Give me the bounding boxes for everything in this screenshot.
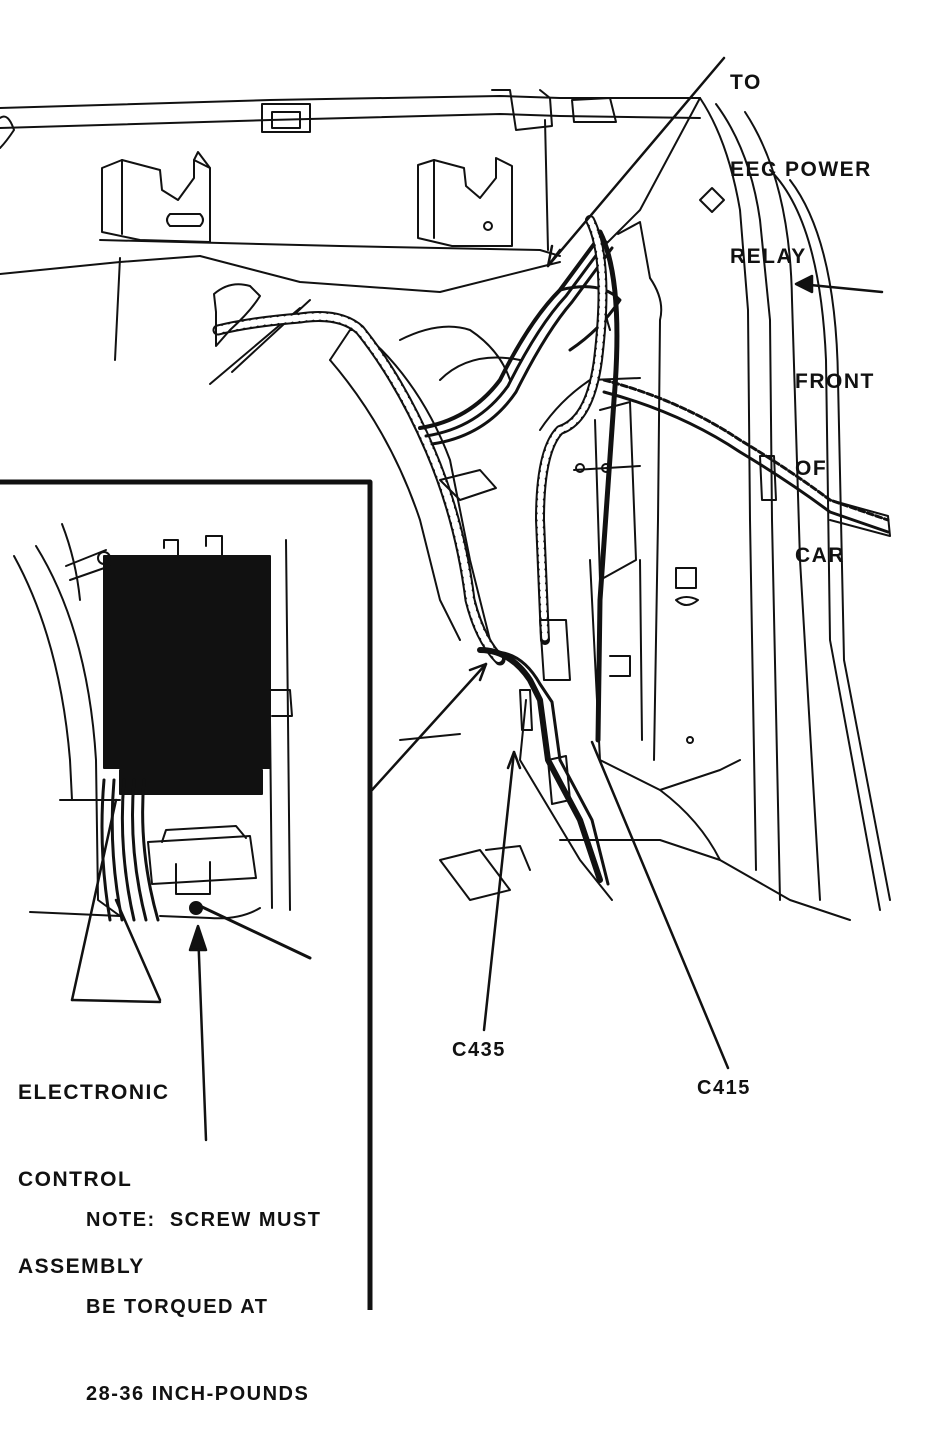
label-line: EEC POWER — [730, 158, 872, 181]
dash-bracket-right — [417, 157, 513, 247]
label-line: ASSEMBLY — [18, 1255, 145, 1278]
ecm-mounting-screw — [189, 901, 203, 915]
wiring-diagram — [0, 56, 891, 1310]
label-electronic-control-assembly: ELECTRONIC CONTROL ASSEMBLY — [18, 1020, 170, 1310]
label-line: BE TORQUED AT — [86, 1296, 269, 1318]
label-line: TO — [730, 71, 762, 94]
label-line: RELAY — [730, 245, 807, 268]
eca-inset-detail — [13, 523, 293, 922]
eca-module — [103, 555, 271, 769]
dash-bracket-left — [101, 151, 211, 243]
inset-frame — [0, 479, 373, 1310]
label-line: NOTE: SCREW MUST — [86, 1209, 322, 1231]
label-connector-c435: C435 — [452, 1039, 506, 1061]
label-line: OF — [795, 457, 828, 480]
label-to-eec-power-relay: TO EEC POWER RELAY — [730, 10, 872, 300]
label-line: FRONT — [795, 370, 875, 393]
label-front-of-car: FRONT OF CAR — [795, 309, 875, 599]
label-line: CONTROL — [18, 1168, 133, 1191]
callout-arrows — [70, 56, 884, 1142]
label-torque-note: NOTE: SCREW MUST BE TORQUED AT 28-36 INC… — [86, 1148, 322, 1438]
label-line: ELECTRONIC — [18, 1081, 170, 1104]
wiring-harness — [212, 215, 891, 886]
label-line: 28-36 INCH-POUNDS — [86, 1383, 310, 1405]
a-pillar-frame — [599, 97, 891, 911]
label-line: CAR — [795, 544, 845, 567]
label-connector-c415: C415 — [697, 1077, 751, 1099]
